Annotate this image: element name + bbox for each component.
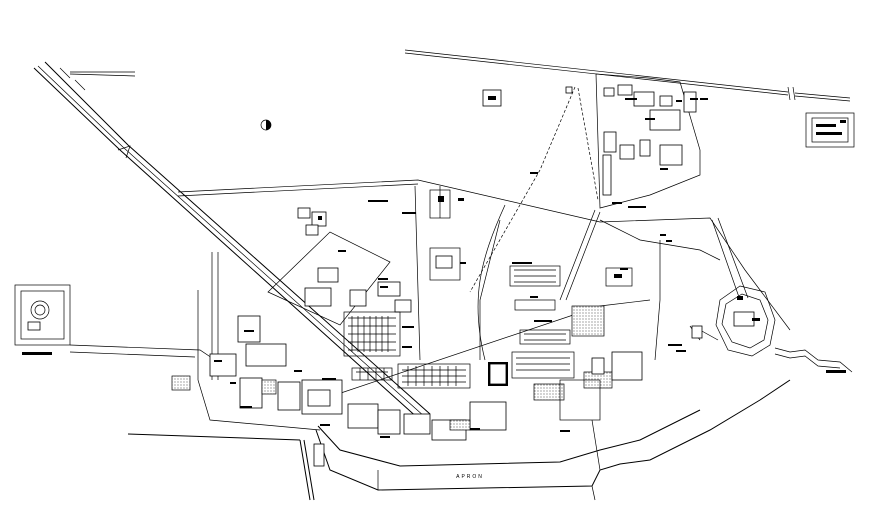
north-arrow-icon [260, 119, 272, 131]
north-east-compound [595, 73, 701, 209]
central-west-cluster [267, 200, 416, 328]
utility-line [469, 86, 599, 293]
apron-label: APRON [456, 474, 484, 480]
diagonal-highway [33, 61, 431, 421]
apron: APRON [127, 379, 791, 501]
central-east-buildings [429, 189, 633, 386]
east-terminal [668, 285, 853, 373]
central-parking [343, 311, 471, 389]
east-facility [805, 112, 855, 148]
annotation-tags [402, 98, 708, 348]
apron-side-buildings [209, 315, 643, 441]
west-compound [14, 284, 216, 391]
isolated-building-north [482, 86, 573, 107]
